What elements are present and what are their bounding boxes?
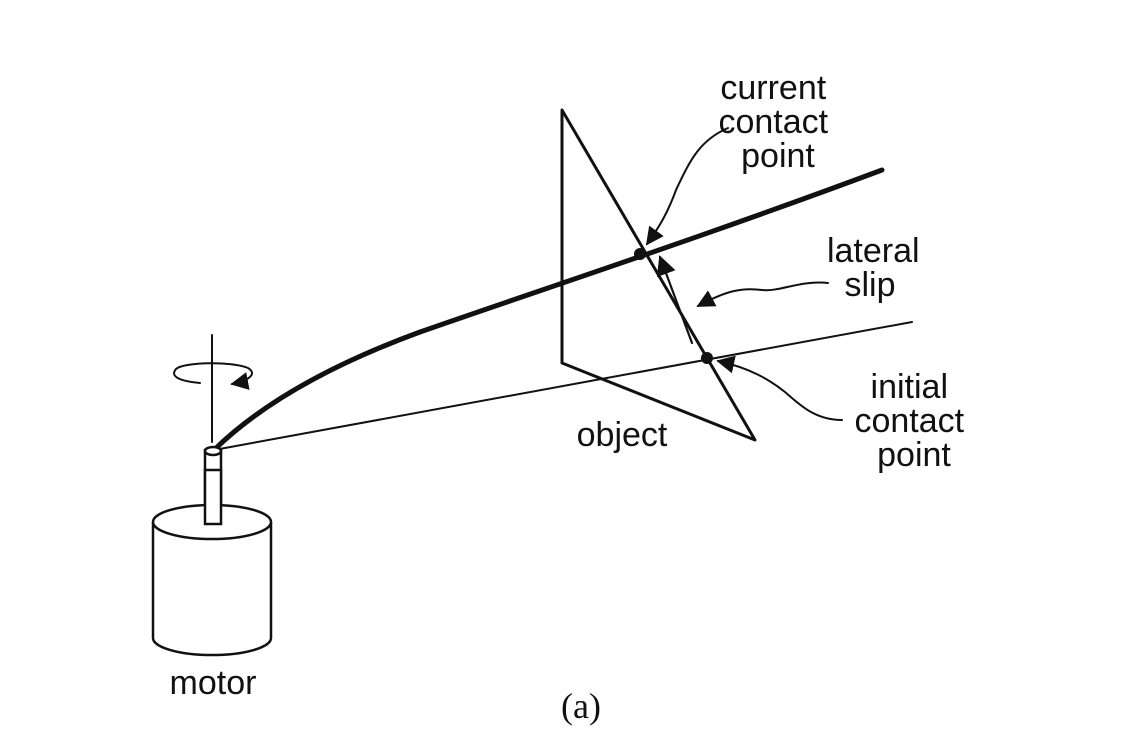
initial-contact-line-1: initial	[871, 368, 948, 406]
lateral-slip-line-2: slip	[844, 266, 895, 304]
object-label: object	[577, 416, 668, 454]
motor-shaft-top	[203, 445, 223, 457]
undeflected-whisker-line	[213, 321, 913, 451]
initial-contact-leader	[716, 355, 843, 421]
motor-body	[151, 503, 273, 657]
initial-contact-point-dot	[701, 352, 713, 364]
current-contact-label: current contact point	[718, 69, 837, 175]
lateral-slip-line-1: lateral	[827, 232, 920, 270]
initial-contact-label: initial contact point	[854, 368, 973, 474]
current-contact-line-2: contact	[718, 103, 828, 141]
current-contact-line-1: current	[720, 69, 826, 107]
lateral-slip-label: lateral slip	[827, 232, 929, 304]
current-contact-point-dot	[634, 248, 646, 260]
current-contact-line-3: point	[741, 137, 815, 175]
lateral-slip-leader	[696, 281, 829, 307]
rotation-arrow-icon	[173, 362, 253, 390]
initial-contact-line-3: point	[877, 436, 951, 474]
caption: (a)	[561, 686, 601, 726]
lateral-slip-arrow	[656, 255, 694, 345]
deflected-whisker-curve	[211, 167, 885, 453]
motor-label: motor	[170, 664, 257, 702]
current-contact-leader	[645, 127, 729, 246]
motor-shaft-lower	[203, 468, 223, 526]
initial-contact-line-2: contact	[854, 402, 964, 440]
